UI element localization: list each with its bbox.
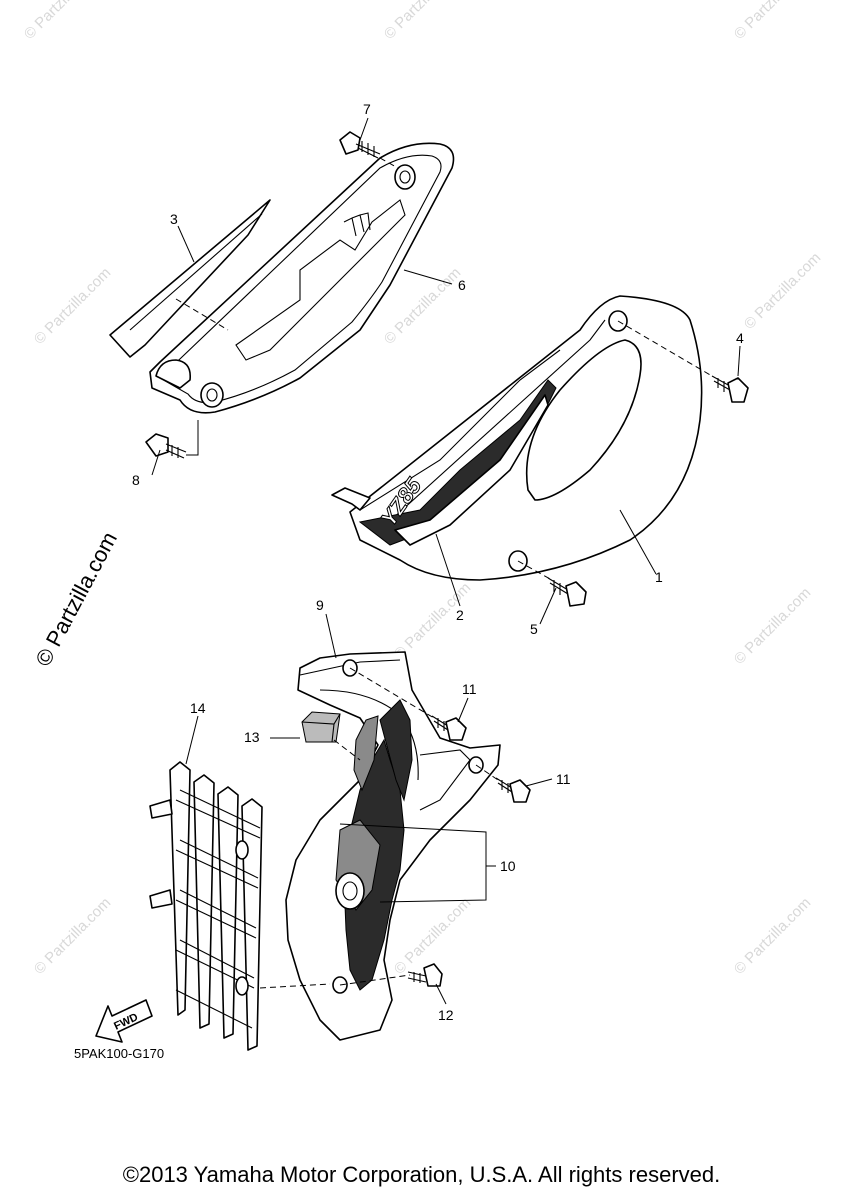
part-6-side-cover — [149, 142, 455, 414]
part-7-bolt — [339, 131, 399, 169]
callout-4: 4 — [736, 330, 744, 346]
leader-lines — [151, 117, 741, 1005]
callout-7: 7 — [363, 101, 371, 117]
callout-2: 2 — [456, 607, 464, 623]
guide-line — [339, 974, 411, 986]
guide-line — [349, 667, 435, 719]
watermark: © Partzilla.com — [731, 0, 814, 43]
watermark: © Partzilla.com — [741, 249, 824, 332]
callout-8: 8 — [132, 472, 140, 488]
watermark: © Partzilla.com — [381, 0, 464, 43]
watermark: © Partzilla.com — [31, 264, 114, 347]
part-8-bolt — [145, 420, 199, 459]
callout-14: 14 — [190, 700, 206, 716]
callout-6: 6 — [458, 277, 466, 293]
watermark-large: © Partzilla.com — [30, 528, 122, 671]
part-3-decal — [109, 199, 271, 358]
copyright-notice: ©2013 Yamaha Motor Corporation, U.S.A. A… — [122, 1162, 721, 1187]
callout-9: 9 — [316, 597, 324, 613]
callout-10: 10 — [500, 858, 516, 874]
callout-5: 5 — [530, 621, 538, 637]
part-1-side-cover: YZ85 — [331, 295, 703, 581]
part-13-sponge — [301, 711, 361, 761]
part-14-radiator-guard — [149, 761, 331, 1051]
watermark: © Partzilla.com — [31, 894, 114, 977]
part-9-shroud — [285, 651, 501, 1041]
guide-line — [517, 560, 553, 581]
watermark: © Partzilla.com — [21, 0, 104, 43]
callouts: 7 3 6 4 8 1 2 5 9 11 13 11 10 14 12 — [132, 101, 744, 1023]
fwd-arrow-icon: FWD — [95, 999, 153, 1043]
callout-11: 11 — [462, 681, 477, 697]
callout-3: 3 — [170, 211, 178, 227]
callout-13: 13 — [244, 729, 260, 745]
watermark: © Partzilla.com — [731, 894, 814, 977]
part-12-bolt — [407, 963, 443, 987]
callout-12: 12 — [438, 1007, 454, 1023]
watermark: © Partzilla.com — [731, 584, 814, 667]
part-11-bolt-lower — [495, 777, 531, 803]
guide-line — [617, 320, 713, 377]
part-4-bolt — [711, 375, 749, 403]
callout-11: 11 — [556, 771, 571, 787]
part-11-bolt-upper — [431, 715, 467, 741]
guide-line — [475, 764, 499, 781]
callout-1: 1 — [655, 569, 663, 585]
part-5-bolt — [547, 577, 587, 607]
diagram-code: 5PAK100-G170 — [74, 1046, 165, 1061]
